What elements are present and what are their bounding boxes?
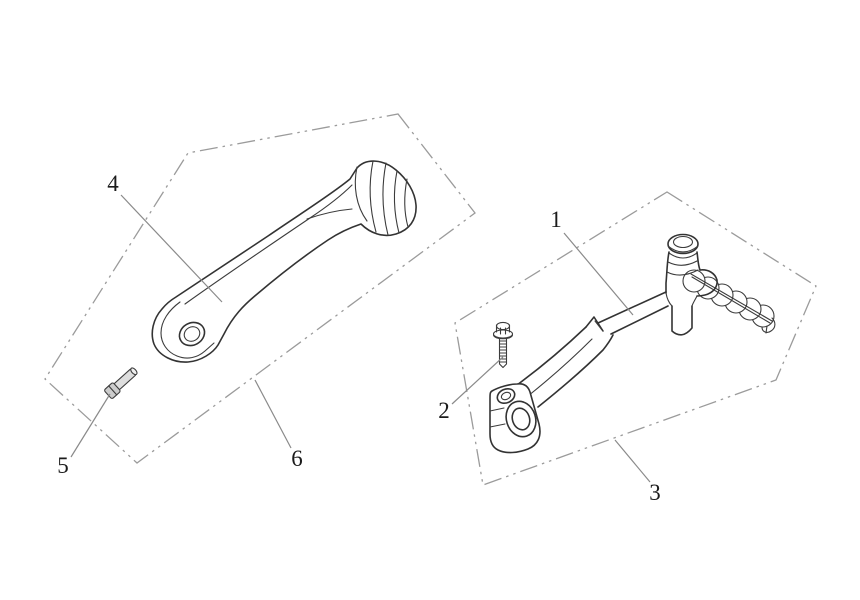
flange-bolt-head-top [495, 321, 511, 331]
boss-cap-rim-1 [667, 245, 699, 253]
grip-rim-arc [354, 166, 368, 222]
pivot-ring-outer [505, 400, 537, 438]
flange-bolt-head-facets [495, 324, 511, 335]
flange-bolt-threads [498, 340, 508, 363]
part-label-6: 6 [291, 446, 303, 471]
spring-coil-1 [682, 269, 706, 293]
boss-ring-2 [666, 269, 699, 276]
boss-neck-right [696, 251, 701, 271]
group-boundaries [44, 113, 817, 486]
grip-rib-4 [404, 178, 409, 228]
pinch-bolt-head-facet [108, 385, 118, 396]
leader-part-2 [451, 356, 504, 405]
group-6-boundary [44, 113, 476, 464]
leader-part-3 [614, 439, 651, 483]
part-label-1: 1 [550, 207, 562, 232]
boss-ring-1 [667, 260, 698, 266]
return-spring [682, 269, 776, 334]
arm-bend-flag-tick [594, 320, 603, 331]
lever-top-contour-line [184, 184, 353, 305]
grip-rib-2 [382, 162, 389, 236]
arm-bend-flag [585, 316, 604, 332]
upper-arm-bottom-edge [610, 305, 669, 335]
lever-foot-inner-contour [160, 301, 215, 359]
lever-outline [151, 160, 417, 363]
arm-bottom-edge [537, 334, 614, 408]
spring-rod-upper-line [690, 273, 773, 322]
arm-inner-line [527, 338, 593, 397]
boss-neck-left [665, 251, 670, 294]
grip-rib-1 [369, 160, 377, 233]
lever-pivot-hole [178, 321, 206, 347]
group-3-boundary [454, 191, 817, 486]
spring-rod-lower-line [691, 276, 771, 324]
pinch-bolt-tip [130, 367, 138, 376]
pivot-small-boss-outer [496, 387, 516, 405]
boss-cap-inner [672, 235, 694, 249]
leader-part-5 [70, 393, 111, 458]
upper-arm-top-edge [597, 291, 667, 324]
leader-part-1 [563, 232, 634, 316]
pivot-small-boss-inner [500, 391, 512, 401]
boss-lower-shaft [671, 305, 693, 336]
spring-hook-end [761, 317, 776, 334]
pivot-block [489, 383, 541, 454]
hole-inner-ellipse [183, 326, 201, 342]
boss-spring-lobe [696, 269, 718, 297]
leader-part-6 [254, 379, 292, 449]
part-label-3: 3 [649, 480, 661, 505]
arm-top-edge [516, 326, 587, 386]
boss-junction-right [691, 295, 698, 307]
pivot-block-seam-2 [489, 423, 506, 428]
knuckle-boss [665, 233, 718, 336]
part-label-2: 2 [438, 398, 450, 423]
part-labels: 1 2 3 4 5 6 [57, 171, 661, 505]
pedal-arm [516, 291, 669, 408]
kick-starter-assembly-drawing [489, 233, 776, 454]
leader-lines [70, 194, 651, 483]
part-label-5: 5 [57, 453, 69, 478]
grip-rib-3 [393, 170, 400, 234]
hole-outer-ellipse [178, 321, 206, 347]
leader-part-4 [120, 194, 223, 303]
lever-grip-ribs [354, 160, 409, 236]
flange-bolt-drawing [492, 321, 514, 369]
pivot-block-seam-1 [489, 407, 505, 412]
boss-cap-rim-2 [668, 252, 698, 259]
boss-cap-outer [667, 233, 699, 255]
pivot-ring-inner [511, 407, 531, 431]
shift-lever-drawing [151, 160, 417, 363]
lever-neck-highlight-arc [306, 208, 353, 220]
flange-bolt-flange-rim [492, 334, 514, 340]
part-label-4: 4 [107, 171, 119, 196]
boss-junction-left [665, 292, 673, 307]
pinch-bolt-drawing [104, 367, 138, 399]
